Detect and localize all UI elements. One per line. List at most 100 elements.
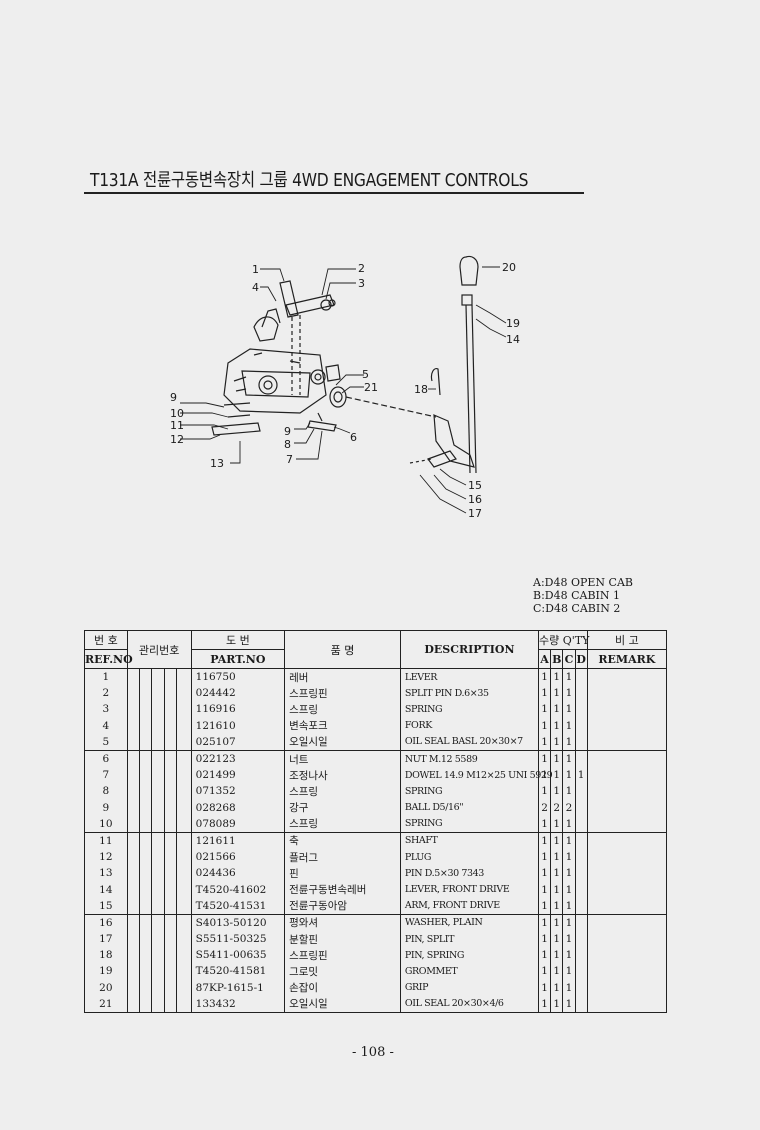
col-qty-d: D xyxy=(574,649,588,669)
part-no-cell: 071352 xyxy=(190,783,286,800)
remark-cell xyxy=(586,717,668,734)
qty-d-cell xyxy=(574,849,588,866)
ref-cell: 8 xyxy=(84,783,128,800)
mgmt-cell xyxy=(126,881,140,898)
name-kr-cell: 너트 xyxy=(284,750,401,768)
description-cell: SPLIT PIN D.6×35 xyxy=(399,685,539,702)
mgmt-cell xyxy=(164,914,178,931)
callout-label: 8 xyxy=(284,438,291,451)
part-no-cell: 022123 xyxy=(190,750,286,768)
description-cell: BALL D5/16" xyxy=(399,799,539,816)
qty-b-cell: 1 xyxy=(550,963,564,980)
part-no-cell: S5511-50325 xyxy=(190,931,286,948)
qty-b-cell: 1 xyxy=(550,815,564,833)
col-remark-en: REMARK xyxy=(586,649,668,669)
description-cell: LEVER, FRONT DRIVE xyxy=(399,881,539,898)
qty-d-cell xyxy=(574,799,588,816)
mgmt-cell xyxy=(126,979,140,996)
qty-a-cell: 1 xyxy=(537,701,552,718)
callout-label: 9 xyxy=(284,425,291,438)
mgmt-cell xyxy=(164,947,178,964)
remark-cell xyxy=(586,931,668,948)
qty-a-cell: 1 xyxy=(537,995,552,1013)
mgmt-cell xyxy=(138,865,153,882)
ref-cell: 6 xyxy=(84,750,128,768)
part-no-cell: T4520-41531 xyxy=(190,897,286,915)
mgmt-cell xyxy=(151,717,166,734)
qty-a-cell: 1 xyxy=(537,668,552,686)
mgmt-cell xyxy=(164,963,178,980)
qty-c-cell: 1 xyxy=(562,701,576,718)
mgmt-cell xyxy=(138,881,153,898)
mgmt-cell xyxy=(126,733,140,751)
ref-cell: 12 xyxy=(84,849,128,866)
mgmt-cell xyxy=(151,931,166,948)
qty-b-cell: 1 xyxy=(550,783,564,800)
mgmt-cell xyxy=(126,799,140,816)
callout-label: 21 xyxy=(364,381,378,394)
mgmt-cell xyxy=(138,717,153,734)
qty-b-cell: 1 xyxy=(550,767,564,784)
mgmt-cell xyxy=(164,685,178,702)
qty-a-cell: 1 xyxy=(537,947,552,964)
description-cell: GROMMET xyxy=(399,963,539,980)
mgmt-cell xyxy=(176,865,192,882)
part-no-cell: 121611 xyxy=(190,832,286,850)
remark-cell xyxy=(586,815,668,833)
mgmt-cell xyxy=(164,832,178,850)
mgmt-cell xyxy=(176,963,192,980)
qty-a-cell: 1 xyxy=(537,783,552,800)
part-no-cell: 121610 xyxy=(190,717,286,734)
col-qty-c: C xyxy=(562,649,576,669)
remark-cell xyxy=(586,963,668,980)
qty-c-cell: 1 xyxy=(562,914,576,931)
callout-label: 12 xyxy=(170,433,184,446)
mgmt-cell xyxy=(176,881,192,898)
callout-label: 4 xyxy=(252,281,259,294)
qty-d-cell xyxy=(574,750,588,768)
remark-cell xyxy=(586,897,668,915)
callout-label: 6 xyxy=(350,431,357,444)
qty-d-cell xyxy=(574,701,588,718)
qty-a-cell: 1 xyxy=(537,750,552,768)
name-kr-cell: 강구 xyxy=(284,799,401,816)
mgmt-cell xyxy=(126,947,140,964)
ref-cell: 2 xyxy=(84,685,128,702)
name-kr-cell: 스프링핀 xyxy=(284,685,401,702)
mgmt-cell xyxy=(126,783,140,800)
qty-d-cell xyxy=(574,995,588,1013)
name-kr-cell: 스프링 xyxy=(284,783,401,800)
mgmt-cell xyxy=(151,767,166,784)
col-qty: 수량 Q'TY xyxy=(537,630,589,650)
qty-d-cell xyxy=(574,897,588,915)
page-title: T131A 전륜구동변속장치 그룹 4WD ENGAGEMENT CONTROL… xyxy=(90,170,529,191)
mgmt-cell xyxy=(138,931,153,948)
mgmt-cell xyxy=(176,832,192,850)
qty-a-cell: 2 xyxy=(537,799,552,816)
mgmt-cell xyxy=(138,701,153,718)
name-kr-cell: 스프링 xyxy=(284,815,401,833)
part-no-cell: 116750 xyxy=(190,668,286,686)
description-cell: PIN, SPLIT xyxy=(399,931,539,948)
mgmt-cell xyxy=(138,783,153,800)
callout-label: 15 xyxy=(468,479,482,492)
callout-label: 20 xyxy=(502,261,516,274)
col-part-kr: 도 번 xyxy=(190,630,286,650)
qty-a-cell: 1 xyxy=(537,832,552,850)
mgmt-cell xyxy=(176,685,192,702)
callout-label: 11 xyxy=(170,419,184,432)
mgmt-cell xyxy=(176,897,192,915)
mgmt-cell xyxy=(126,701,140,718)
qty-d-cell xyxy=(574,717,588,734)
name-kr-cell: 전륜구동아암 xyxy=(284,897,401,915)
qty-a-cell: 1 xyxy=(537,897,552,915)
qty-c-cell: 1 xyxy=(562,832,576,850)
qty-b-cell: 1 xyxy=(550,914,564,931)
col-management-no: 관리번호 xyxy=(126,630,192,669)
